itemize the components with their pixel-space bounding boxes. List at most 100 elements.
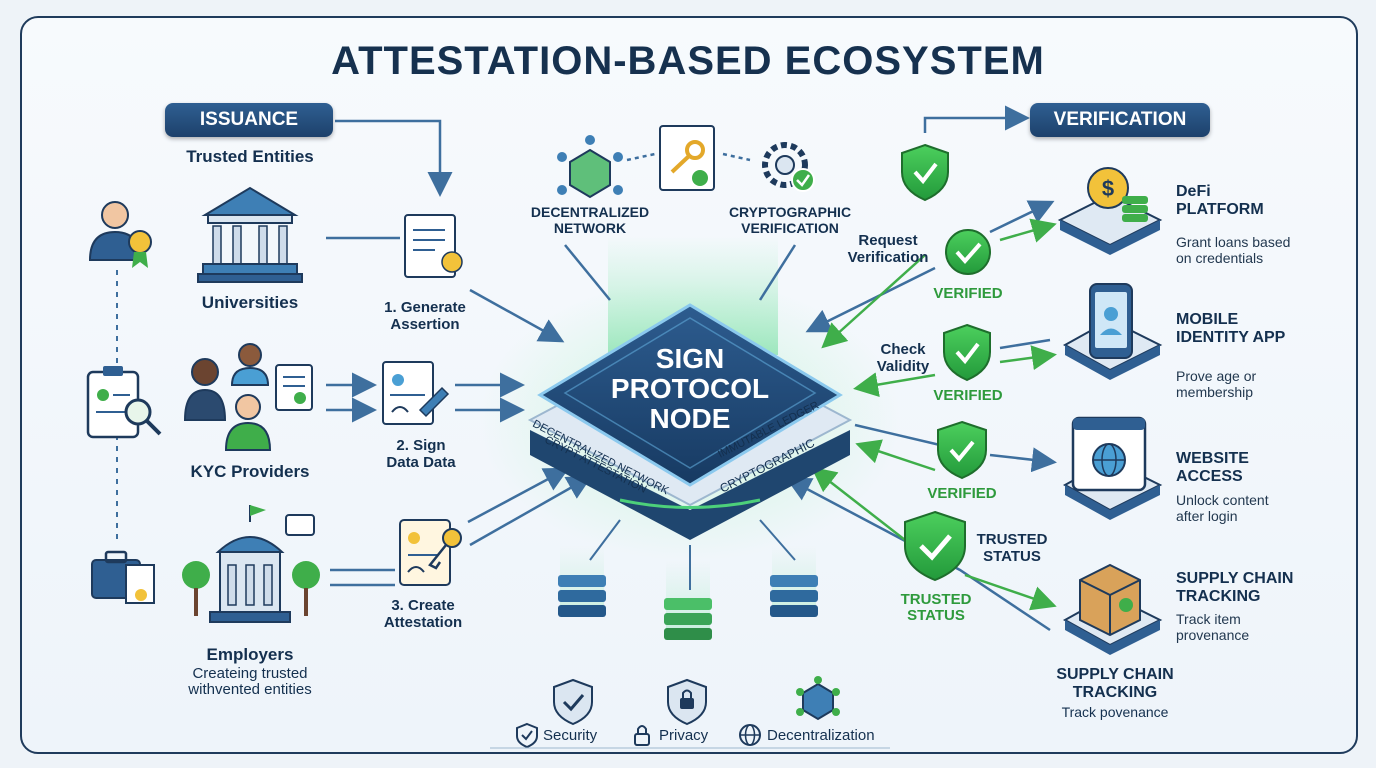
link-top-nodes-b bbox=[722, 152, 751, 162]
employers-caption-2: withvented entities bbox=[188, 681, 312, 698]
arrow-verified1-to-defi bbox=[989, 200, 1055, 234]
supply-footer-title-2: TRACKING bbox=[1072, 684, 1158, 701]
legend-decentralization: Decentralization bbox=[767, 727, 875, 744]
supply-footer-desc: Track povenance bbox=[1061, 704, 1169, 720]
university-building-icon bbox=[197, 186, 303, 283]
legend-lock-big bbox=[667, 678, 707, 726]
verified-shield-1 bbox=[945, 229, 991, 275]
defi-desc-2: on credentials bbox=[1176, 250, 1264, 266]
mobile-identity-icon bbox=[1062, 283, 1163, 380]
supply-desc-2: provenance bbox=[1176, 627, 1250, 643]
sign-protocol-node-shape bbox=[527, 303, 853, 540]
supply-footer-title-1: SUPPLY CHAIN bbox=[1056, 666, 1174, 683]
core-line2: PROTOCOL bbox=[610, 373, 770, 404]
supply-desc-1: Track item bbox=[1176, 611, 1241, 627]
kyc-people-icon bbox=[183, 343, 313, 451]
step-1-line1: 1. Generate bbox=[384, 299, 466, 316]
link-crypt-to-core bbox=[758, 244, 797, 301]
check-validity-line2: Validity bbox=[876, 358, 930, 375]
step-2-line1: 2. Sign bbox=[396, 437, 446, 454]
trusted-status-shield bbox=[904, 510, 966, 582]
server-stack-center bbox=[664, 560, 712, 640]
arrow-validity-to-core bbox=[853, 372, 936, 397]
arrow-core-to-website-a bbox=[854, 423, 941, 447]
verification-pill: VERIFICATION bbox=[1030, 103, 1210, 137]
arrow-step3-to-core-a bbox=[467, 467, 570, 524]
step-3-line2: Attestation bbox=[383, 614, 463, 631]
server-stack-left bbox=[558, 545, 606, 617]
person-award-icon bbox=[88, 201, 152, 268]
website-title-2: ACCESS bbox=[1176, 468, 1243, 485]
trusted-status-dark-1: TRUSTED bbox=[976, 531, 1048, 548]
attestation-scroll-icon bbox=[399, 519, 462, 586]
issuance-pill: ISSUANCE bbox=[165, 103, 333, 137]
arrow-trusted-to-core bbox=[811, 466, 906, 541]
supply-chain-icon bbox=[1062, 563, 1163, 655]
core-line1: SIGN bbox=[655, 343, 725, 374]
website-title-1: WEBSITE bbox=[1176, 450, 1249, 467]
link-top-nodes-a bbox=[626, 152, 656, 162]
request-verification-line2: Verification bbox=[847, 249, 929, 266]
legend-shield-big bbox=[553, 678, 593, 726]
website-desc-1: Unlock content bbox=[1176, 492, 1269, 508]
trusted-status-green-2: STATUS bbox=[907, 607, 965, 624]
defi-desc-1: Grant loans based bbox=[1176, 234, 1291, 250]
supply-title-1: SUPPLY CHAIN bbox=[1176, 570, 1294, 587]
arrow-trusted-to-supply bbox=[964, 573, 1057, 611]
network-cube-icon bbox=[557, 135, 623, 199]
defi-title-1: DeFi bbox=[1176, 183, 1211, 200]
cryptographic-verification-line2: VERIFICATION bbox=[741, 220, 839, 236]
arrow-step3-to-core-b bbox=[469, 475, 593, 547]
arrow-core-to-website-b bbox=[989, 447, 1057, 473]
entity-universities: Universities bbox=[201, 293, 299, 312]
gear-check-icon bbox=[762, 142, 815, 192]
briefcase-doc-icon bbox=[91, 550, 155, 604]
arrow-check-validity bbox=[999, 338, 1051, 350]
cryptographic-verification-line1: CRYPTOGRAPHIC bbox=[728, 204, 852, 220]
verified-shield-3 bbox=[937, 420, 987, 480]
entity-employers: Employers bbox=[206, 645, 294, 664]
arrow-supply-to-core bbox=[785, 477, 1051, 632]
supply-title-2: TRACKING bbox=[1176, 588, 1261, 605]
page-title: ATTESTATION-BASED ECOSYSTEM bbox=[331, 39, 1045, 83]
link-net-to-core bbox=[564, 244, 611, 301]
arrow-issuance-to-step1 bbox=[335, 119, 453, 197]
mobile-desc-1: Prove age or bbox=[1176, 368, 1257, 384]
clipboard-verify-icon bbox=[86, 366, 162, 439]
defi-platform-icon: $ bbox=[1057, 167, 1163, 255]
step-1-line2: Assertion bbox=[390, 316, 460, 333]
trusted-status-green-1: TRUSTED bbox=[900, 591, 972, 608]
link-core-server-left bbox=[589, 519, 621, 561]
sign-document-icon bbox=[382, 361, 450, 425]
legend-lock-small-icon bbox=[634, 725, 650, 746]
trusted-status-dark-2: STATUS bbox=[983, 548, 1041, 565]
core-line3: NODE bbox=[649, 403, 731, 434]
arrow-pill-verification bbox=[923, 105, 1030, 133]
arrow-green-to-defi bbox=[999, 218, 1057, 243]
legend-privacy: Privacy bbox=[659, 727, 709, 744]
verified-label-2: VERIFIED bbox=[933, 387, 1003, 404]
verified-label-1: VERIFIED bbox=[933, 285, 1003, 302]
step-2-line2: Data Data bbox=[386, 454, 456, 471]
mobile-desc-2: membership bbox=[1176, 384, 1254, 400]
entity-kyc-providers: KYC Providers bbox=[190, 462, 310, 481]
legend-globe-small-icon bbox=[739, 724, 761, 746]
trusted-entities-label: Trusted Entities bbox=[186, 147, 314, 166]
mobile-title-2: IDENTITY APP bbox=[1176, 329, 1286, 346]
key-certificate-icon bbox=[659, 125, 715, 191]
arrow-validity-green bbox=[999, 345, 1057, 371]
arrow-verified3-to-core bbox=[855, 439, 936, 472]
arrow-step1-to-core bbox=[469, 288, 565, 343]
decentralized-network-line2: NETWORK bbox=[553, 220, 627, 236]
assertion-document-icon bbox=[404, 214, 463, 278]
defi-title-2: PLATFORM bbox=[1176, 201, 1264, 218]
employers-caption-1: Createing trusted bbox=[192, 665, 308, 682]
verified-label-3: VERIFIED bbox=[927, 485, 997, 502]
legend-network-big bbox=[796, 676, 840, 721]
step-3-line1: 3. Create bbox=[391, 597, 455, 614]
mobile-title-1: MOBILE bbox=[1176, 311, 1239, 328]
employer-building-icon bbox=[182, 505, 320, 623]
legend-security: Security bbox=[543, 727, 598, 744]
